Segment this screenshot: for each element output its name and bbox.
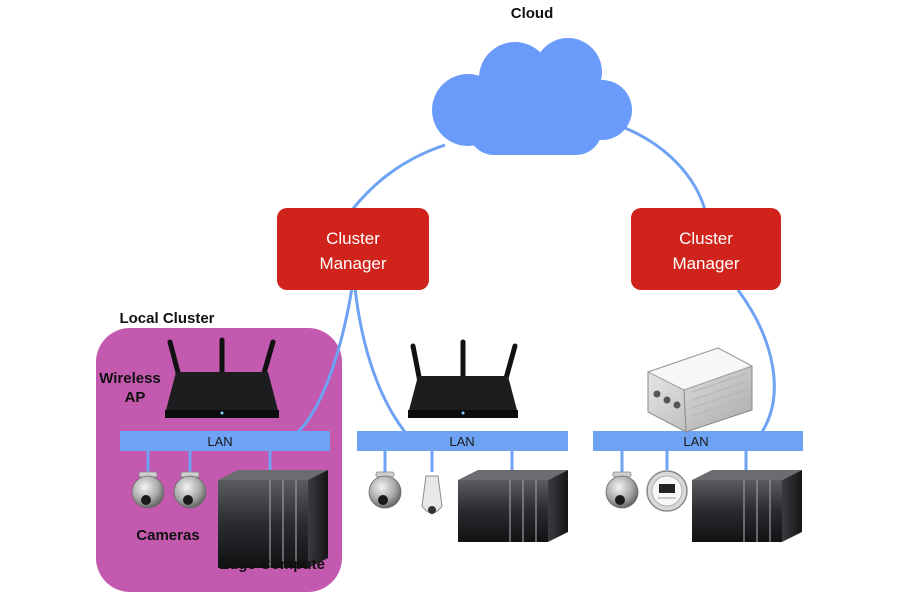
edge-compute-label: Edge Compute [219, 556, 325, 573]
dome-camera-icon [131, 471, 165, 509]
gauge-sensor-icon [646, 470, 688, 512]
bullet-camera-icon [421, 475, 443, 514]
local-cluster-label: Local Cluster [119, 310, 214, 327]
cluster-manager-left-line1: Cluster [326, 229, 380, 248]
server-rack-icon [458, 470, 568, 542]
wireless-router-icon [165, 337, 279, 418]
lan-label-2: LAN [449, 434, 474, 449]
cloud-title: Cloud [511, 5, 554, 22]
wireless-router-icon [408, 339, 518, 418]
lan-label-1: LAN [207, 434, 232, 449]
cluster-manager-left-line2: Manager [319, 254, 386, 273]
dome-camera-icon [605, 471, 639, 509]
cluster-manager-right-line1: Cluster [679, 229, 733, 248]
link-cloud-manager-left [350, 143, 446, 211]
cluster-manager-left[interactable]: Cluster Manager [277, 208, 429, 290]
server-rack-icon [218, 470, 328, 568]
industrial-gateway-icon [646, 347, 754, 433]
network-links [296, 126, 776, 434]
wireless-ap-label-line2: AP [125, 389, 146, 406]
lan-bar-1: LAN [120, 431, 330, 451]
link-manager-left-lan1 [296, 287, 354, 434]
link-manager-right-lan3 [736, 289, 776, 433]
dome-camera-icon [368, 471, 402, 509]
link-manager-left-lan2 [353, 287, 407, 433]
cameras-label: Cameras [136, 527, 199, 544]
cloud-icon [432, 38, 632, 155]
link-cloud-manager-right [624, 126, 707, 211]
lan-bar-3: LAN [593, 431, 803, 451]
server-rack-icon [692, 470, 802, 542]
lan-drops [146, 451, 748, 472]
dome-camera-icon [173, 471, 207, 509]
lan-bar-2: LAN [357, 431, 568, 451]
cluster-manager-right[interactable]: Cluster Manager [631, 208, 781, 290]
lan-label-3: LAN [683, 434, 708, 449]
cluster-manager-right-line2: Manager [672, 254, 739, 273]
wireless-ap-label-line1: Wireless [99, 370, 161, 387]
